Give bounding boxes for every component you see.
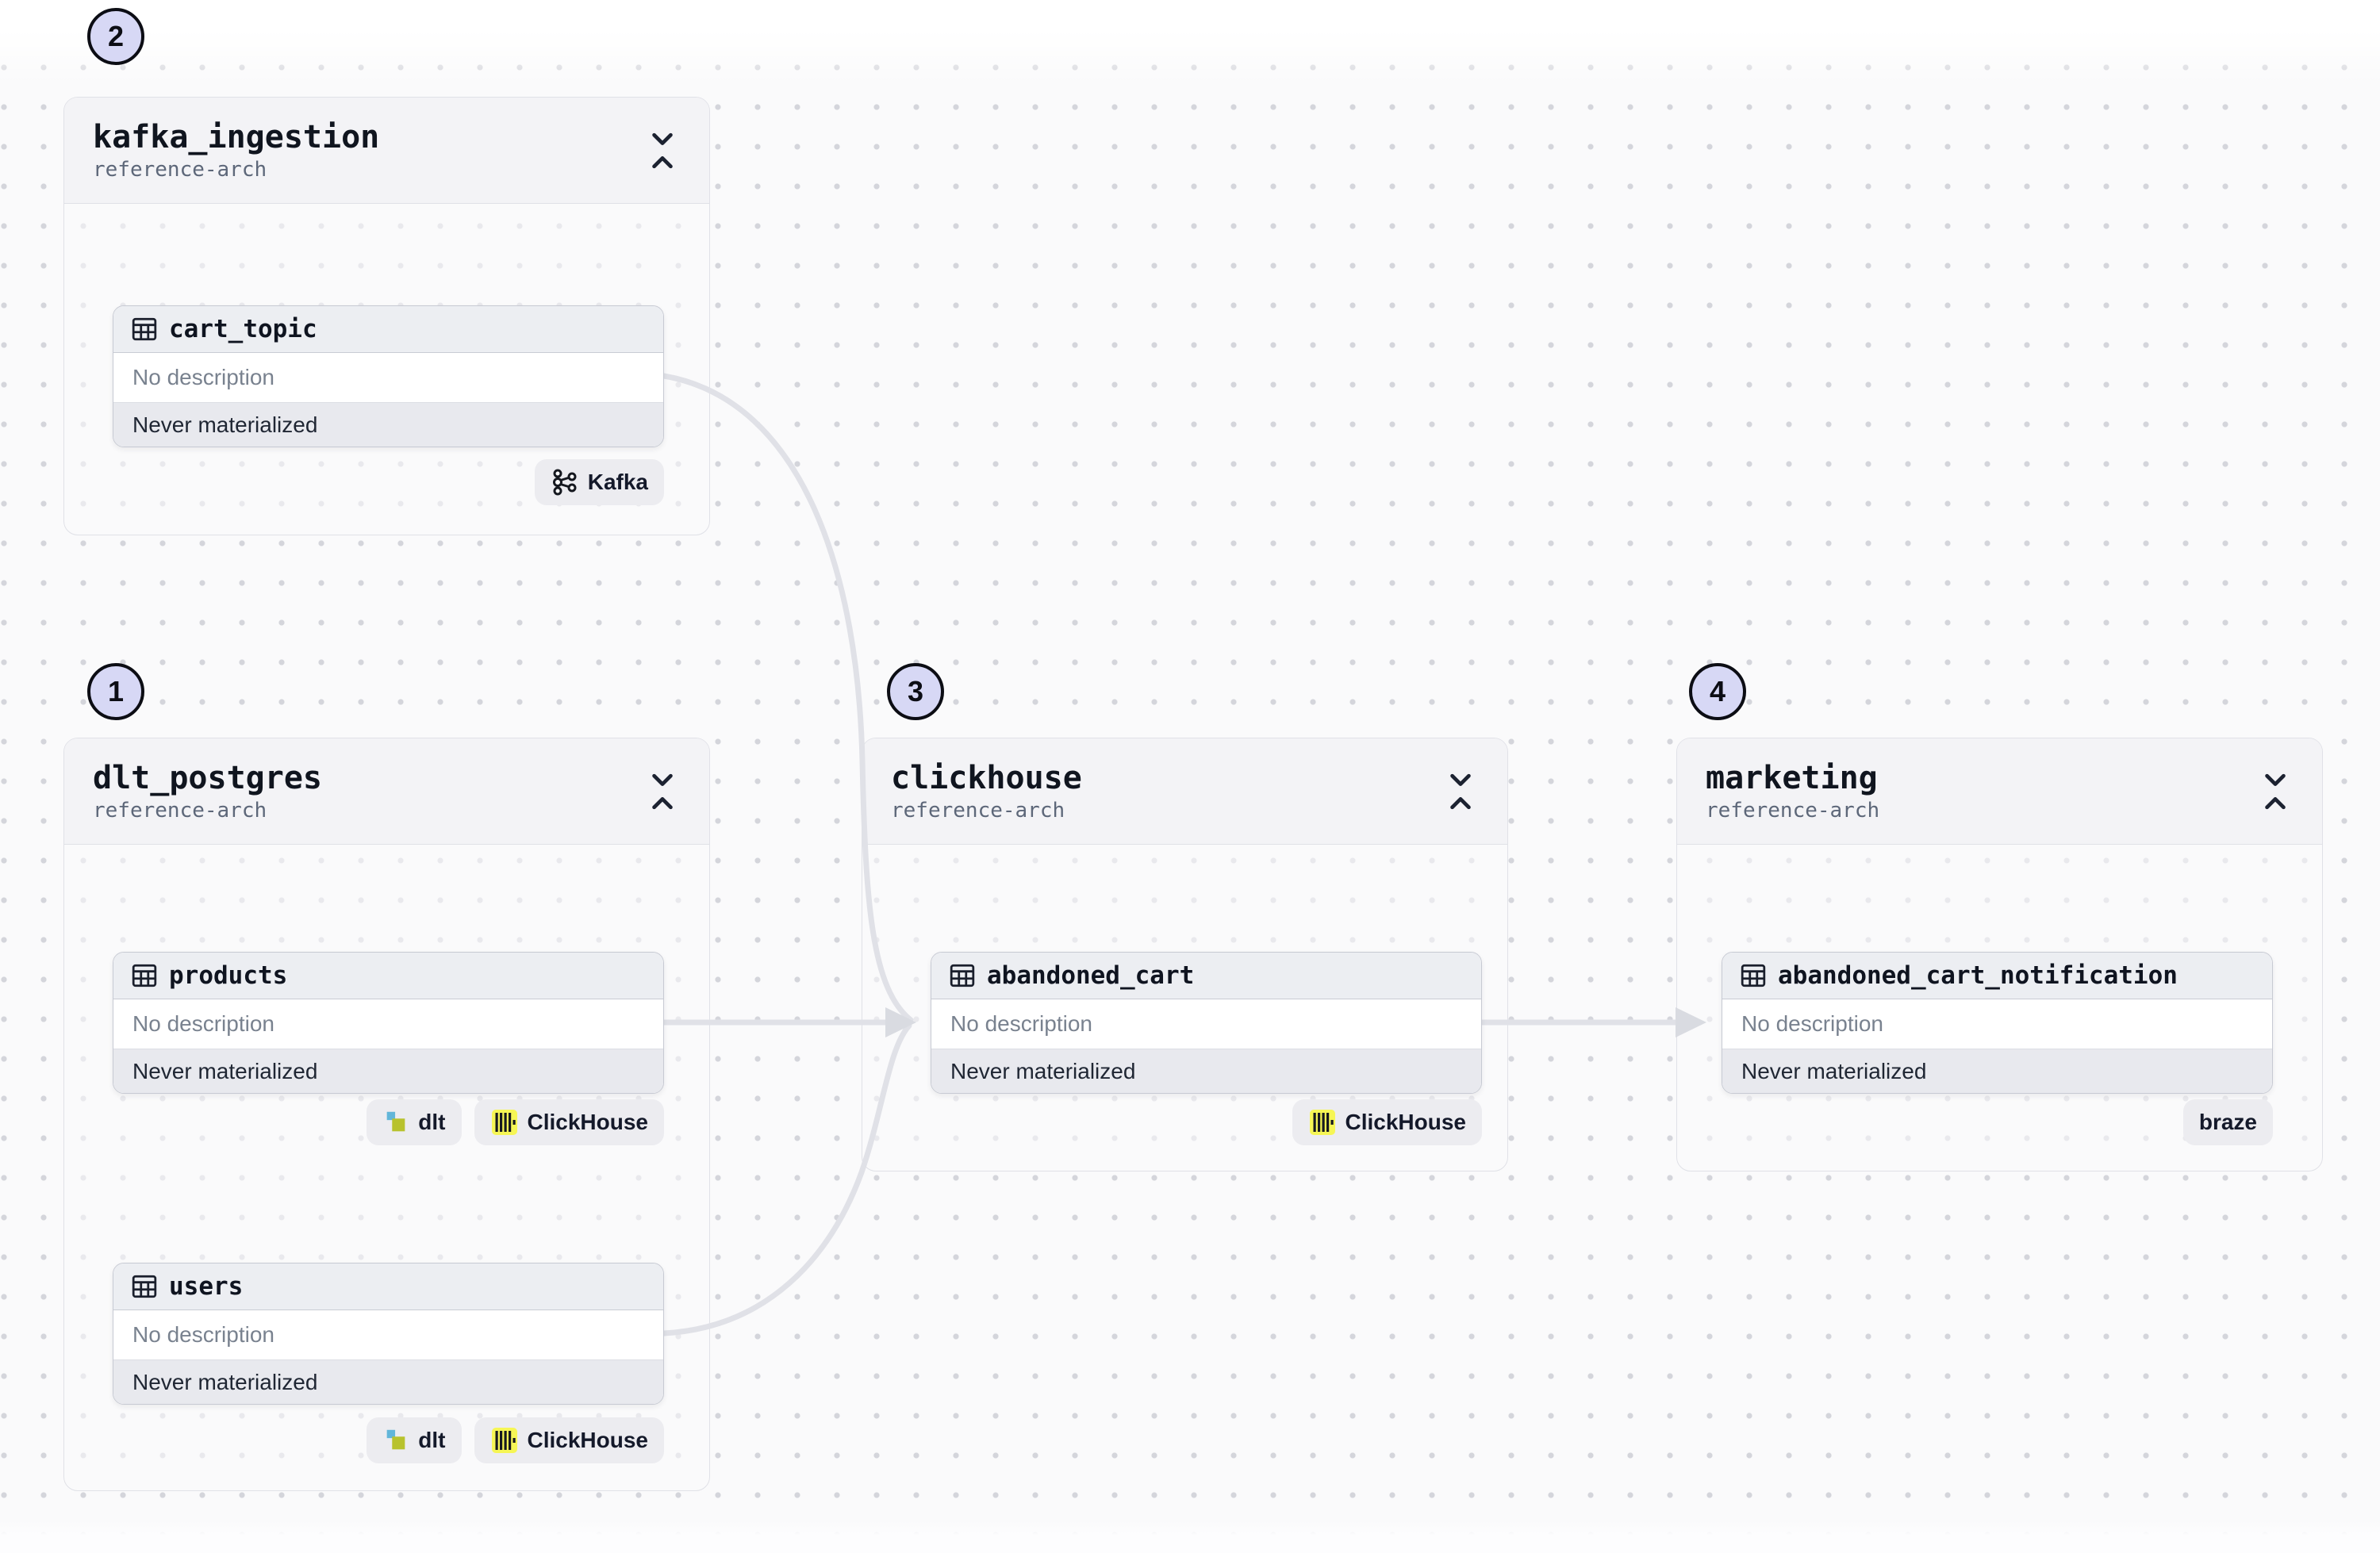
kind-tag-label: dlt (418, 1428, 446, 1452)
group-title: marketing (1706, 759, 1878, 796)
asset-description: No description (113, 999, 663, 1049)
tag-row-abandoned-cart: ClickHouse (931, 1099, 1482, 1145)
kind-tag-label: ClickHouse (1345, 1110, 1467, 1134)
kind-tag-dlt[interactable]: dlt (367, 1099, 462, 1145)
group-header-marketing[interactable]: marketing reference-arch (1677, 738, 2322, 845)
asset-node-cart-topic[interactable]: cart_topic No description Never material… (113, 305, 664, 447)
group-header-clickhouse[interactable]: clickhouse reference-arch (862, 738, 1507, 845)
tag-row-users: dlt ClickHouse (113, 1417, 664, 1463)
step-marker-4: 4 (1689, 663, 1746, 720)
collapse-icon[interactable] (2263, 773, 2287, 811)
step-marker-3: 3 (887, 663, 944, 720)
step-number: 3 (907, 675, 924, 707)
dlt-icon (382, 1427, 409, 1454)
kafka-icon (551, 468, 579, 497)
group-subtitle: reference-arch (93, 157, 267, 182)
asset-status: Never materialized (113, 403, 663, 447)
asset-status: Never materialized (931, 1049, 1481, 1093)
group-title: kafka_ingestion (93, 118, 380, 155)
kind-tag-label: ClickHouse (527, 1110, 649, 1134)
step-marker-2: 2 (87, 8, 144, 65)
table-icon (1740, 962, 1767, 989)
tag-row-products: dlt ClickHouse (113, 1099, 664, 1145)
kind-tag-clickhouse[interactable]: ClickHouse (474, 1417, 664, 1463)
step-number: 1 (107, 675, 125, 707)
asset-node-abandoned-cart-notification[interactable]: abandoned_cart_notification No descripti… (1722, 952, 2273, 1094)
table-icon (131, 962, 158, 989)
asset-description: No description (931, 999, 1481, 1049)
kind-tag-clickhouse[interactable]: ClickHouse (474, 1099, 664, 1145)
asset-description: No description (113, 353, 663, 403)
asset-status: Never materialized (113, 1049, 663, 1093)
kind-tag-label: braze (2198, 1110, 2257, 1134)
kind-tag-braze[interactable]: braze (2182, 1099, 2273, 1145)
asset-status: Never materialized (1722, 1049, 2272, 1093)
group-title: clickhouse (891, 759, 1082, 796)
group-subtitle: reference-arch (1706, 798, 1880, 823)
kind-tag-label: ClickHouse (527, 1428, 649, 1452)
kind-tag-kafka[interactable]: Kafka (534, 459, 664, 505)
group-header-kafka-ingestion[interactable]: kafka_ingestion reference-arch (64, 98, 709, 204)
tag-row-abandoned-cart-notification: braze (1722, 1099, 2273, 1145)
asset-description: No description (1722, 999, 2272, 1049)
group-subtitle: reference-arch (93, 798, 267, 823)
kind-tag-clickhouse[interactable]: ClickHouse (1292, 1099, 1482, 1145)
group-header-dlt-postgres[interactable]: dlt_postgres reference-arch (64, 738, 709, 845)
group-subtitle: reference-arch (891, 798, 1065, 823)
step-number: 4 (1709, 675, 1726, 707)
clickhouse-icon (490, 1426, 519, 1455)
kind-tag-dlt[interactable]: dlt (367, 1417, 462, 1463)
asset-node-abandoned-cart[interactable]: abandoned_cart No description Never mate… (931, 952, 1482, 1094)
collapse-icon[interactable] (651, 132, 674, 170)
table-icon (131, 316, 158, 343)
asset-name: users (169, 1272, 244, 1301)
kind-tag-label: dlt (418, 1110, 446, 1134)
dlt-icon (382, 1109, 409, 1136)
kind-tag-label: Kafka (587, 470, 648, 494)
asset-name: abandoned_cart_notification (1778, 961, 2178, 990)
clickhouse-icon (1308, 1108, 1337, 1137)
collapse-icon[interactable] (651, 773, 674, 811)
asset-node-users[interactable]: users No description Never materialized (113, 1263, 664, 1405)
asset-description: No description (113, 1310, 663, 1360)
table-icon (949, 962, 976, 989)
asset-name: cart_topic (169, 315, 317, 343)
clickhouse-icon (490, 1108, 519, 1137)
asset-status: Never materialized (113, 1360, 663, 1404)
asset-node-products[interactable]: products No description Never materializ… (113, 952, 664, 1094)
asset-name: products (169, 961, 288, 990)
group-title: dlt_postgres (93, 759, 322, 796)
tag-row-cart-topic: Kafka (113, 459, 664, 505)
table-icon (131, 1273, 158, 1300)
step-number: 2 (107, 20, 125, 52)
step-marker-1: 1 (87, 663, 144, 720)
asset-name: abandoned_cart (987, 961, 1195, 990)
collapse-icon[interactable] (1449, 773, 1472, 811)
